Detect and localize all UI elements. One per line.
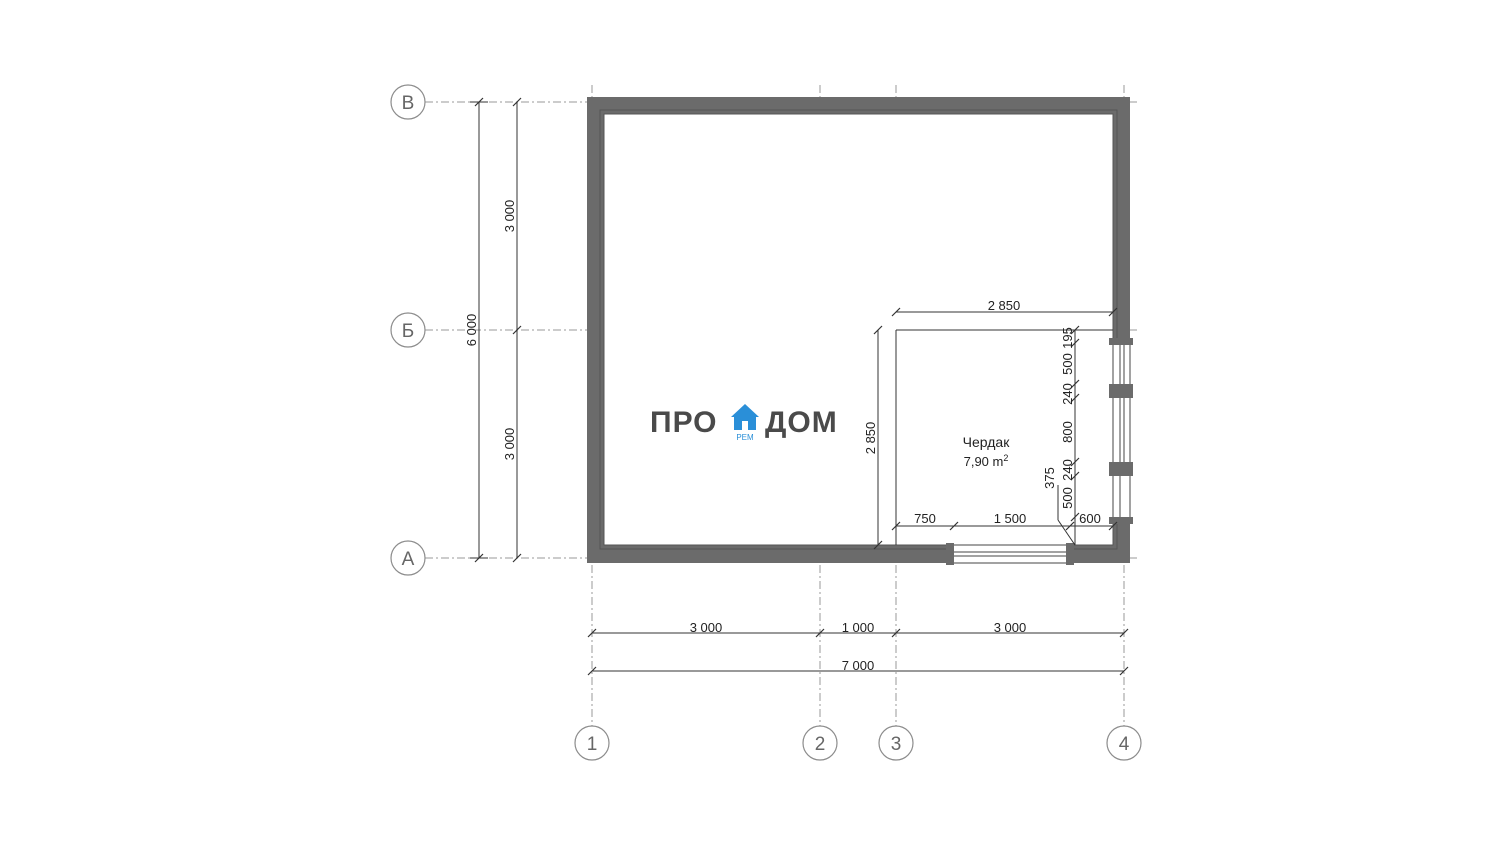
dim-right-240b: 240 [1060,459,1075,481]
axis-label-3: 3 [891,734,902,755]
axis-label-b: Б [402,321,414,342]
walls [587,97,1133,565]
room-name: Чердак [963,434,1011,450]
axis-label-a: А [402,549,415,570]
axis-label-2: 2 [815,734,826,755]
dim-room: 2 850 2 850 750 1 500 600 195 500 240 80… [863,298,1118,550]
dim-right-375: 375 [1042,467,1057,489]
logo-sub-text: РЕМ [736,433,754,442]
axis-bubble-a [390,540,426,576]
room-label: Чердак 7,90 m2 [963,434,1011,469]
axis-label-v: В [402,93,415,114]
dim-left-total: 6 000 [464,314,479,347]
dim-room-bottom-2: 1 500 [994,511,1027,526]
house-icon [731,404,759,430]
axis-bubbles: В Б А 1 2 3 4 [390,84,1142,761]
logo-left-text: ПРО [650,406,718,439]
dim-room-width: 2 850 [988,298,1021,313]
room-area-value: 7,90 m [964,454,1004,469]
dim-bottom: 3 000 1 000 3 000 7 000 [587,620,1129,676]
axis-bubble-1 [574,725,610,761]
axis-bubble-b [390,312,426,348]
window-bottom-frame-right [1066,543,1074,565]
room-area: 7,90 m2 [964,453,1009,469]
dim-bottom-3: 3 000 [994,620,1027,635]
dim-left: 6 000 3 000 3 000 [464,97,522,563]
window-right-lower [1112,469,1131,521]
window-frame-4 [1109,517,1133,524]
dim-bottom-2: 1 000 [842,620,875,635]
axis-bubble-3 [878,725,914,761]
dim-right-240a: 240 [1060,383,1075,405]
dim-right-500b: 500 [1060,487,1075,509]
logo-right-text: ДОМ [765,406,838,439]
axis-bubble-v [390,84,426,120]
axis-label-1: 1 [587,734,598,755]
dim-bottom-1: 3 000 [690,620,723,635]
axis-bubble-4 [1106,725,1142,761]
window-right-upper [1112,342,1131,464]
dim-left-top: 3 000 [502,200,517,233]
attic-area [895,329,1113,545]
wall-inner-outline [599,109,1118,550]
room-area-sup: 2 [1003,453,1008,463]
window-frame-1 [1109,338,1133,345]
window-frame-2 [1109,384,1133,398]
window-frame-3 [1109,462,1133,476]
dim-bottom-total: 7 000 [842,658,875,673]
axis-label-4: 4 [1119,734,1130,755]
logo: ПРО РЕМ ДОМ [650,404,838,442]
window-bottom [949,544,1071,564]
axis-bubble-2 [802,725,838,761]
window-bottom-frame-left [946,543,954,565]
dim-right-800: 800 [1060,421,1075,443]
dim-room-height: 2 850 [863,422,878,455]
dim-left-bottom: 3 000 [502,428,517,461]
dim-room-bottom-3: 600 [1079,511,1101,526]
dim-right-195: 195 [1060,327,1075,349]
dim-room-bottom-1: 750 [914,511,936,526]
dim-right-500a: 500 [1060,353,1075,375]
